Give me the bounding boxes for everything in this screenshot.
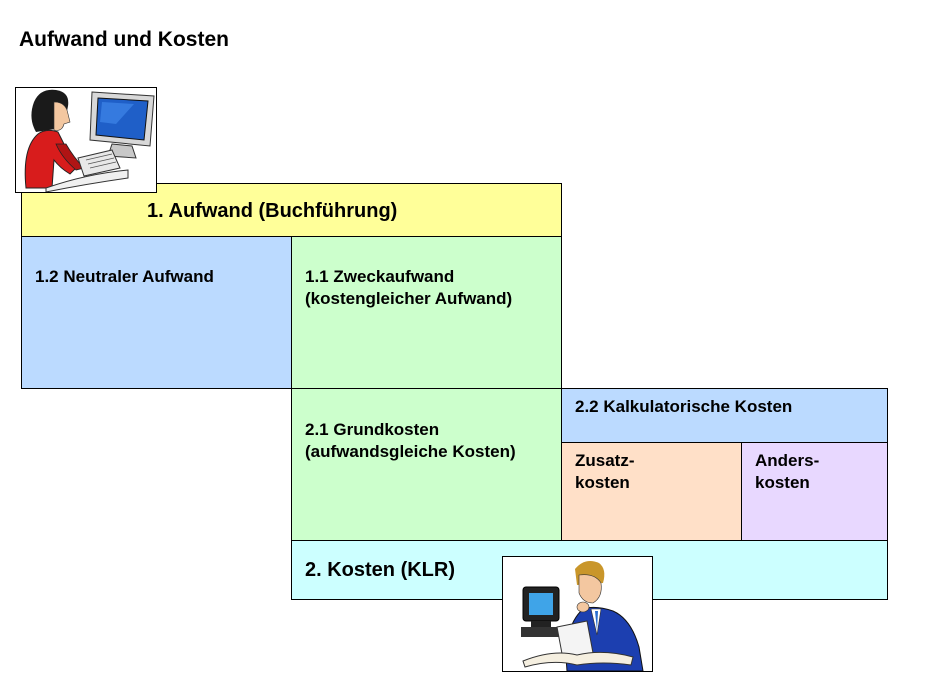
man-at-computer-image	[502, 556, 653, 672]
zweckaufwand-label: 1.1 Zweckaufwand (kostengleicher Aufwand…	[305, 267, 513, 308]
zusatzkosten-label: Zusatz- kosten	[575, 451, 635, 492]
page-title: Aufwand und Kosten	[19, 28, 229, 51]
kalkulatorische-kosten-box: 2.2 Kalkulatorische Kosten	[561, 388, 888, 443]
woman-at-computer-image	[15, 87, 157, 193]
kalkulatorische-kosten-label: 2.2 Kalkulatorische Kosten	[575, 397, 793, 416]
kosten-klr-label: 2. Kosten (KLR)	[305, 559, 455, 581]
aufwand-header-label: 1. Aufwand (Buchführung)	[147, 200, 398, 222]
neutraler-aufwand-label: 1.2 Neutraler Aufwand	[35, 267, 214, 286]
anderskosten-box: Anders- kosten	[741, 442, 888, 541]
zweckaufwand-box: 1.1 Zweckaufwand (kostengleicher Aufwand…	[291, 236, 562, 389]
anderskosten-label: Anders- kosten	[755, 451, 820, 492]
zusatzkosten-box: Zusatz- kosten	[561, 442, 742, 541]
grundkosten-label: 2.1 Grundkosten (aufwandsgleiche Kosten)	[305, 420, 516, 461]
grundkosten-box: 2.1 Grundkosten (aufwandsgleiche Kosten)	[291, 388, 562, 541]
neutraler-aufwand-box: 1.2 Neutraler Aufwand	[21, 236, 292, 389]
